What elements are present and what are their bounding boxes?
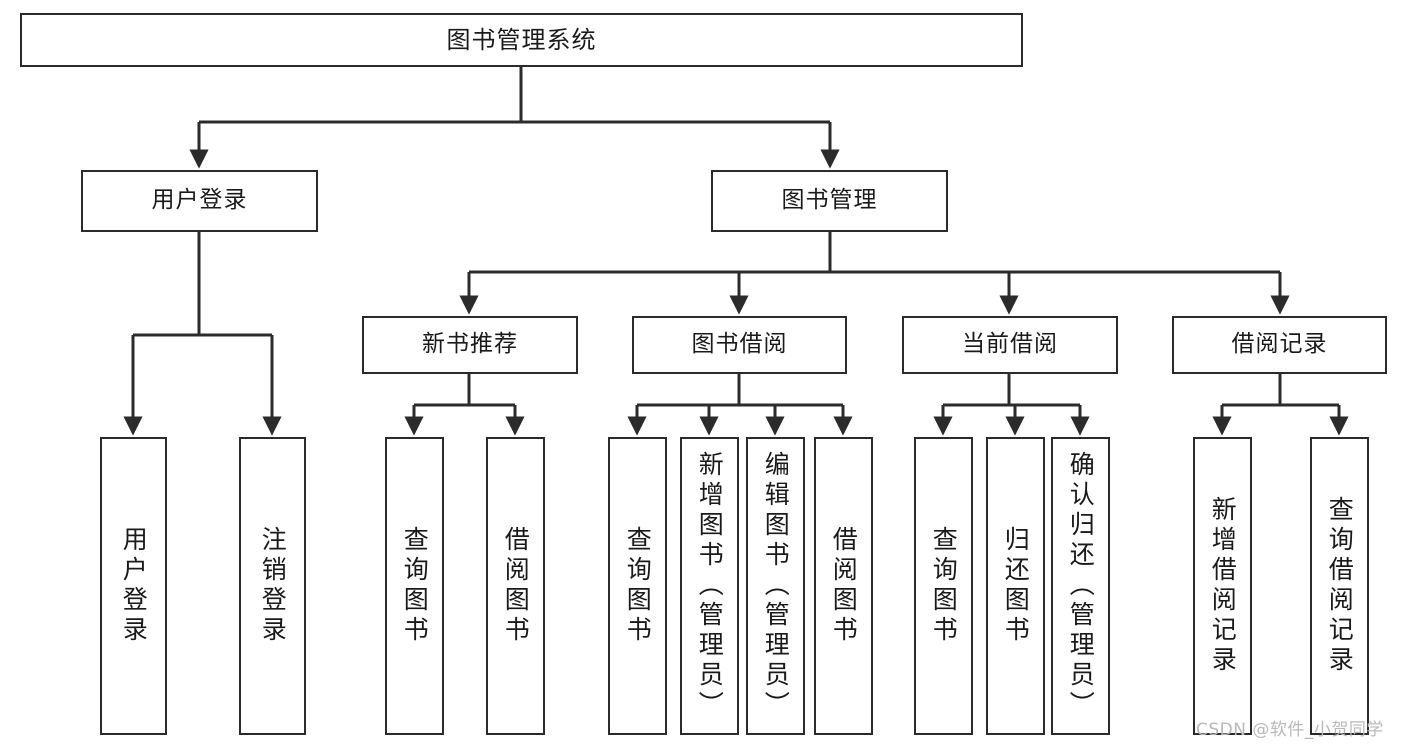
node-borrow-record-label: 借阅记录 [1231, 331, 1328, 358]
node-leaf-user-login[interactable]: 用户登录 [100, 437, 167, 735]
node-book-borrow-label: 图书借阅 [691, 331, 788, 358]
node-leaf-user-login-label: 用户登录 [119, 526, 149, 646]
node-user-login-label: 用户登录 [151, 187, 248, 214]
node-leaf-confirm-return[interactable]: 确认归还（管理员） [1051, 437, 1110, 735]
node-leaf-edit-book-label: 编辑图书（管理员） [761, 451, 791, 721]
node-leaf-borrow-book-1-label: 借阅图书 [501, 526, 531, 646]
node-leaf-borrow-book-2[interactable]: 借阅图书 [814, 437, 873, 735]
node-root[interactable]: 图书管理系统 [20, 13, 1023, 67]
node-user-login[interactable]: 用户登录 [81, 170, 318, 232]
node-book-borrow[interactable]: 图书借阅 [632, 316, 847, 374]
node-leaf-query-book-3-label: 查询图书 [929, 526, 959, 646]
node-current-borrow-label: 当前借阅 [962, 331, 1058, 358]
node-leaf-edit-book[interactable]: 编辑图书（管理员） [746, 437, 805, 735]
node-leaf-add-book[interactable]: 新增图书（管理员） [680, 437, 739, 735]
node-leaf-logout-label: 注销登录 [258, 526, 288, 646]
node-leaf-logout[interactable]: 注销登录 [239, 437, 306, 735]
node-leaf-add-record-label: 新增借阅记录 [1208, 496, 1238, 676]
csdn-watermark: CSDN @软件_小贺同学 [1196, 720, 1384, 740]
node-new-book-rec[interactable]: 新书推荐 [362, 316, 578, 374]
node-leaf-query-book-3[interactable]: 查询图书 [914, 437, 973, 735]
node-leaf-query-book-2-label: 查询图书 [623, 526, 653, 646]
node-leaf-confirm-return-label: 确认归还（管理员） [1066, 451, 1096, 721]
node-leaf-query-book-1[interactable]: 查询图书 [385, 437, 444, 735]
node-leaf-query-book-1-label: 查询图书 [400, 526, 430, 646]
node-leaf-return-book[interactable]: 归还图书 [986, 437, 1045, 735]
node-leaf-add-book-label: 新增图书（管理员） [695, 451, 725, 721]
node-borrow-record[interactable]: 借阅记录 [1172, 316, 1387, 374]
node-current-borrow[interactable]: 当前借阅 [902, 316, 1118, 374]
node-leaf-query-record-label: 查询借阅记录 [1325, 496, 1355, 676]
node-new-book-rec-label: 新书推荐 [422, 331, 518, 358]
node-book-manage[interactable]: 图书管理 [711, 170, 948, 232]
node-root-label: 图书管理系统 [446, 25, 597, 54]
node-leaf-return-book-label: 归还图书 [1001, 526, 1031, 646]
node-leaf-add-record[interactable]: 新增借阅记录 [1193, 437, 1252, 735]
node-leaf-borrow-book-1[interactable]: 借阅图书 [486, 437, 545, 735]
node-leaf-borrow-book-2-label: 借阅图书 [829, 526, 859, 646]
node-book-manage-label: 图书管理 [781, 187, 878, 214]
node-leaf-query-record[interactable]: 查询借阅记录 [1310, 437, 1369, 735]
node-leaf-query-book-2[interactable]: 查询图书 [608, 437, 667, 735]
